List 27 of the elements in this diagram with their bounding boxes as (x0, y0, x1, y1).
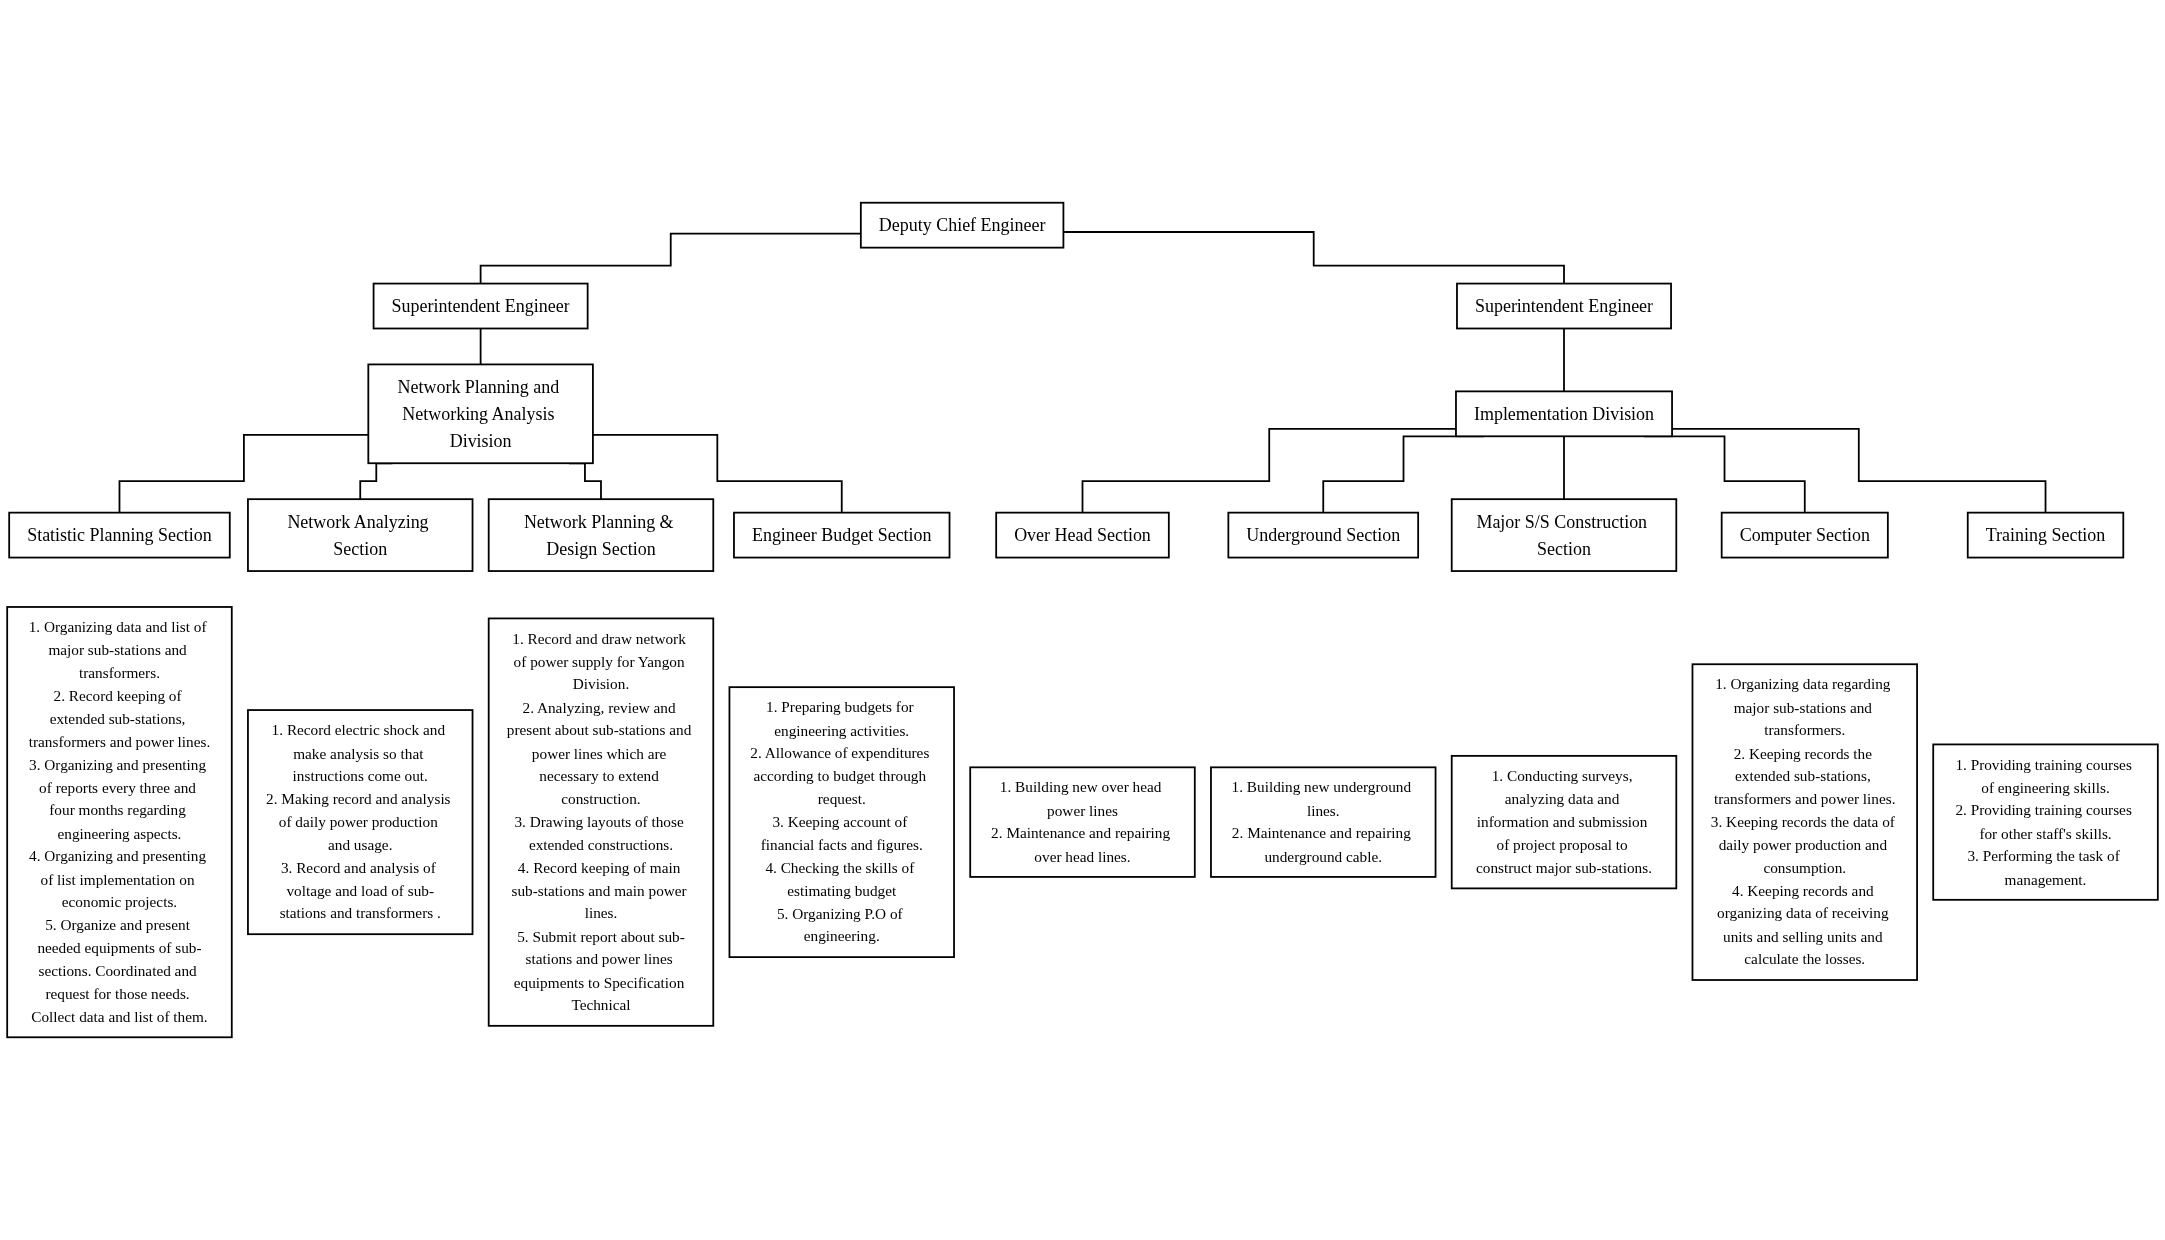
node-box: Statistic Planning Section (8, 511, 231, 559)
node-box: Network Analyzing Section (247, 498, 474, 572)
connector (592, 433, 843, 514)
node-box: Superintendent Engineer (1456, 282, 1672, 330)
node-box: Underground Section (1227, 511, 1420, 559)
node-box: 1. Preparing budgets for engineering activities. 2. Allowance of expenditures according to budget through request. 3. Keeping account of financial facts and figures. 4. Checking the skills of estimating budget 5. Organizing P.O of engineering. (728, 686, 955, 958)
node-box: Network Planning and Networking Analysis Division (367, 363, 594, 465)
node-box: Network Planning & Design Section (487, 498, 715, 572)
connector (1563, 327, 1565, 393)
node-box: 1. Conducting surveys, analyzing data and information and submission of project proposal to construct major sub-stations. (1450, 754, 1678, 890)
node-box: 1. Providing training courses of engineering skills. 2. Providing training courses for other staff's skills. 3. Performing the task of management. (1932, 743, 2159, 901)
node-box: 1. Organizing data and list of major sub-stations and transformers. 2. Record keeping of extended sub-stations, transformers and power lines. 3. Organizing and presenting of reports every three and four months regarding engineering aspects. 4. Organizing and presenting of list implementation on economic projects. 5. Organize and present needed equipments of sub-sections. Coordinated and request for those needs. Collect data and list of them. (6, 606, 233, 1039)
node-box: Superintendent Engineer (372, 282, 589, 330)
node-box: Computer Section (1720, 511, 1889, 559)
node-box: 1. Building new underground lines. 2. Maintenance and repairing underground cable. (1210, 766, 1437, 878)
node-box: Implementation Division (1455, 390, 1673, 438)
node-box: Engineer Budget Section (733, 511, 951, 559)
node-box: Deputy Chief Engineer (859, 201, 1065, 249)
node-box: 1. Organizing data regarding major sub-stations and transformers. 2. Keeping records the extended sub-stations, transformers and power lines. 3. Keeping records the data of daily power production and consumption. 4. Keeping records and organizing data of receiving units and selling units and calculate the losses. (1691, 663, 1918, 981)
node-box: Training Section (1966, 511, 2125, 559)
node-box: 1. Record electric shock and make analysis so that instructions come out. 2. Making record and analysis of daily power production and usage. 3. Record and analysis of voltage and load of sub-stations and transformers . (247, 709, 474, 936)
connector (1563, 435, 1565, 501)
node-box: Over Head Section (995, 511, 1170, 559)
node-box: 1. Building new over head power lines 2. Maintenance and repairing over head lines. (969, 766, 1196, 878)
node-box: 1. Record and draw network of power supply for Yangon Division. 2. Analyzing, review and present about sub-stations and power lines which are necessary to extend construction. 3. Drawing layouts of those extended constructions. 4. Record keeping of main sub-stations and main power lines. 5. Submit report about sub-stations and power lines equipments to Specification Technical (487, 617, 715, 1027)
connector (479, 327, 482, 366)
node-box: Major S/S Construction Section (1450, 498, 1678, 572)
